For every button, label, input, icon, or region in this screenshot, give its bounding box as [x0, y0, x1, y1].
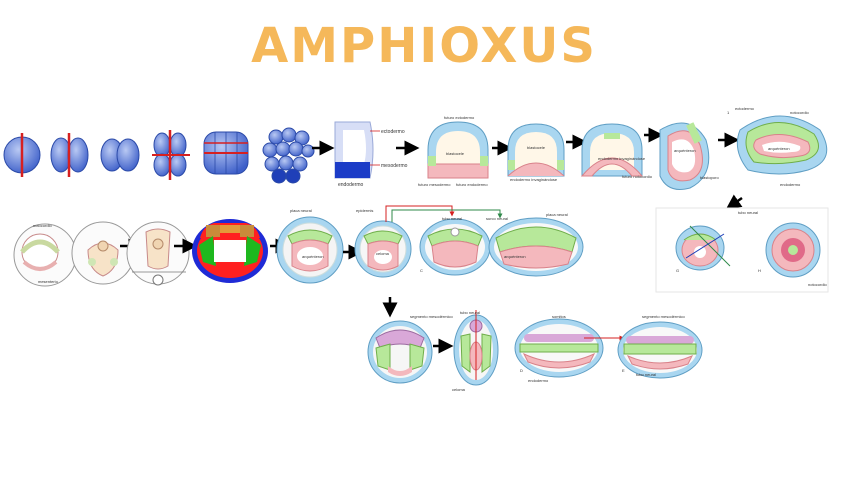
- label-futuro-notocordio: futuro notocordio: [622, 174, 653, 179]
- label-arquenteron: arquénteron: [674, 148, 696, 153]
- mesoderm-segment-section: segmento mesodérmico: [367, 314, 453, 384]
- neurula-section-e: E segmento mesodérmico tubo neural: [617, 314, 703, 379]
- arrow: [725, 194, 743, 210]
- label-letter-h: H: [758, 268, 761, 273]
- label-segmento-mesodermico: segmento mesodérmico: [410, 314, 453, 319]
- label-numeral-1: 1: [727, 110, 730, 115]
- cross-section-2: [71, 221, 135, 285]
- label-letter-c: C: [420, 268, 423, 273]
- label-blastocele: blastocele: [527, 145, 546, 150]
- label-placa-neural: placa neural: [290, 208, 312, 213]
- label-celoma: celoma: [376, 251, 390, 256]
- cleavage-stage-1: [3, 133, 41, 177]
- germ-layer-ring-diagram: [192, 219, 268, 283]
- gastrula-late: arquénteron blastoporo: [659, 122, 719, 190]
- gastrula-invaginating: endodermo invaginándose futuro notocordi…: [580, 123, 653, 179]
- neurula-section-c: C tubo neural: [419, 216, 491, 276]
- label-letter-d: D: [520, 368, 523, 373]
- label-mesenterio: mesenterio: [38, 279, 59, 284]
- gastrula-early: blastocele endodermo invaginándose: [507, 123, 565, 182]
- label-futuro-mesodermo: futuro mesodermo: [418, 182, 451, 187]
- label-endodermo-invaginandose: endodermo invaginándose: [598, 156, 646, 161]
- label-blastoporo: blastoporo: [700, 175, 719, 180]
- neural-plate-section: placa neural arquénteron: [276, 208, 344, 284]
- label-endodermo: endodermo: [338, 182, 364, 188]
- page-title: AMPHIOXUS: [251, 18, 597, 74]
- blastula-section: futuro ectodermo blastocele futuro mesod…: [418, 115, 489, 187]
- cleavage-stage-16: [203, 131, 249, 175]
- label-surco-neural: surco neural: [486, 216, 508, 221]
- label-tubo-neural: tubo neural: [636, 372, 656, 377]
- label-endodermo-invaginandose: endodermo invaginándose: [510, 177, 558, 182]
- label-notocordio: notocordio: [790, 110, 809, 115]
- label-tubo-neural: tubo neural: [460, 310, 480, 315]
- label-blastocele: blastocele: [446, 151, 465, 156]
- label-letter-g: G: [676, 268, 679, 273]
- label-endodermo: endodermo: [780, 182, 801, 187]
- neurula-section-d: D somitos endodermo: [514, 314, 625, 383]
- label-notocordio: notocordio: [808, 282, 827, 287]
- label-arquenteron: arquénteron: [302, 254, 324, 259]
- cross-section-1: notocordio mesenterio: [13, 223, 77, 287]
- neurula-sagittal: 1 ectodermo notocordio arquénteron endod…: [727, 106, 828, 187]
- label-somitos: somitos: [552, 314, 566, 319]
- label-arquenteron: arquénteron: [768, 146, 790, 151]
- blastula: ectodermo mesodermo endodermo: [334, 121, 408, 188]
- morula: [262, 127, 315, 184]
- label-tubo-neural: tubo neural: [442, 216, 462, 221]
- label-letter-e: E: [622, 368, 625, 373]
- neural-groove-section: epidermis celoma: [354, 208, 412, 278]
- label-tubo-neural: tubo neural: [738, 210, 758, 215]
- label-celoma: celoma: [452, 387, 466, 392]
- label-ectodermo: ectodermo: [735, 106, 755, 111]
- neurula-section-d-upper: surco neural placa neural arquénteron: [486, 212, 584, 277]
- connector-arrow-green: [391, 209, 503, 222]
- cross-section-3: [126, 221, 190, 286]
- cleavage-stage-4: [100, 138, 140, 172]
- cleavage-stage-2: [50, 133, 89, 177]
- neural-tube-section: tubo neural celoma: [452, 310, 499, 392]
- label-futuro-ectodermo: futuro ectodermo: [444, 115, 475, 120]
- label-placa-neural: placa neural: [546, 212, 568, 217]
- label-mesodermo: mesodermo: [381, 163, 408, 169]
- cleavage-stage-8: [152, 130, 190, 180]
- label-endodermo: endodermo: [528, 378, 549, 383]
- label-epidermis: epidermis: [356, 208, 373, 213]
- label-ectodermo: ectodermo: [381, 129, 405, 135]
- label-notocordio: notocordio: [33, 223, 52, 228]
- label-futuro-endodermo: futuro endodermo: [456, 182, 488, 187]
- inset-panel-g-h: G H tubo neural notocordio: [655, 207, 829, 293]
- label-segmento-mesodermico: segmento mesodérmico: [642, 314, 685, 319]
- label-arquenteron: arquénteron: [504, 254, 526, 259]
